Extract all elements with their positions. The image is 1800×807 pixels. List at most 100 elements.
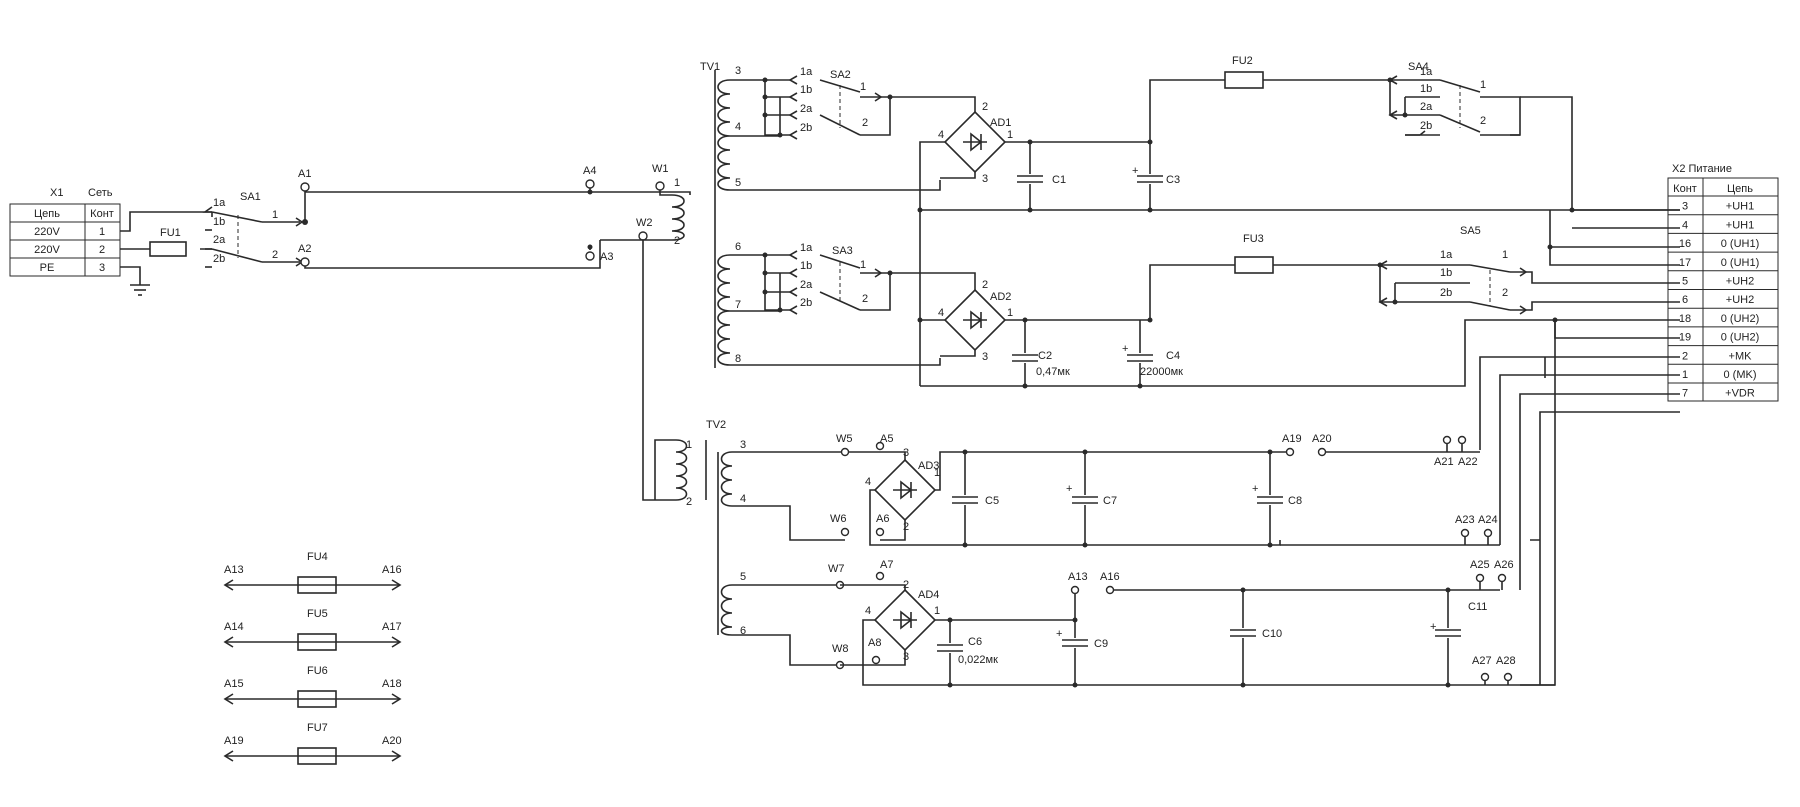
a28-label: A28 (1496, 655, 1516, 667)
ad1-pin: 4 (938, 129, 944, 141)
legend-from: A13 (224, 564, 244, 576)
a24-label: A24 (1478, 514, 1498, 526)
test-point-a13 (1070, 585, 1080, 595)
ad2-name: AD2 (990, 291, 1011, 303)
c7-plus: + (1066, 483, 1072, 495)
a25-label: A25 (1470, 559, 1490, 571)
ad3-pin: 1 (934, 467, 940, 479)
test-point-a25 (1475, 573, 1485, 583)
tv1-pin: 5 (735, 177, 741, 189)
x1-row-circuit: PE (40, 262, 55, 274)
fuse-fu2 (1224, 71, 1264, 89)
x2-col-contact: Конт (1673, 183, 1697, 195)
w1-pin-label: 1 (674, 177, 680, 189)
sa1-name: SA1 (240, 191, 261, 203)
x2-row-contact: 6 (1682, 294, 1688, 306)
legend-from: A14 (224, 621, 244, 633)
x1-row-contact: 2 (99, 244, 105, 256)
bridge-ad2: AD2 2 1 3 4 (905, 272, 1150, 363)
x2-col-circuit: Цепь (1727, 183, 1753, 195)
sa4-contact-label: 2b (1420, 120, 1432, 132)
test-point-a8 (871, 655, 881, 665)
sa2-contact-label: 2a (800, 103, 813, 115)
sa1-contact-label: 1a (213, 197, 226, 209)
switch-sa3: SA3 1a 1b 2a 2b 1 2 (788, 242, 905, 315)
c2-label: C2 (1038, 350, 1052, 362)
c8-label: C8 (1288, 495, 1302, 507)
tv1-pin: 3 (735, 65, 741, 77)
legend-to: A18 (382, 678, 402, 690)
legend-to: A20 (382, 735, 402, 747)
ad2-pin: 1 (1007, 307, 1013, 319)
x2-row-circuit: 0 (UH1) (1721, 238, 1760, 250)
fuse-fu1 (149, 241, 187, 257)
sa3-contact-label: 1a (800, 242, 813, 254)
tv1-pin: 6 (735, 241, 741, 253)
tv1-pin: 7 (735, 299, 741, 311)
sa3-contact-label: 2b (800, 297, 812, 309)
c10-label: C10 (1262, 628, 1282, 640)
legend-fuse (297, 747, 337, 765)
a5-label: A5 (880, 433, 893, 445)
a6-label: A6 (876, 513, 889, 525)
sa4-out-label: 1 (1480, 79, 1486, 91)
transformer-tv2: TV2 1 2 3 4 5 6 (675, 419, 746, 637)
x2-row-contact: 17 (1679, 257, 1691, 269)
test-point-w2 (638, 231, 648, 241)
x2-row-contact: 4 (1682, 219, 1688, 231)
legend-from: A15 (224, 678, 244, 690)
test-point-a2 (300, 257, 310, 267)
sa1-contact-label: 2a (213, 234, 226, 246)
x2-row-circuit: +UH2 (1726, 276, 1754, 288)
test-point-a7 (875, 571, 885, 581)
c3-label: C3 (1166, 174, 1180, 186)
c11-label: C11 (1468, 601, 1487, 613)
tv2-pin: 2 (686, 496, 692, 508)
x1-col-contact: Конт (90, 208, 114, 220)
a3-label: A3 (600, 251, 613, 263)
x2-row-circuit: 0 (UH1) (1721, 257, 1760, 269)
sa4-contact-label: 1b (1420, 83, 1432, 95)
x2-row-contact: 16 (1679, 238, 1691, 250)
sa3-contact-label: 1b (800, 260, 812, 272)
sa4-out-label: 2 (1480, 115, 1486, 127)
sa4-contact-label: 2a (1420, 101, 1433, 113)
c1-label: C1 (1052, 174, 1066, 186)
a21-label: A21 (1434, 456, 1454, 468)
x2-row-contact: 18 (1679, 313, 1691, 325)
switch-sa1: SA1 1a 1b 2a 2b 1 2 (202, 191, 304, 268)
a27-label: A27 (1472, 655, 1492, 667)
c11-plus: + (1430, 621, 1436, 633)
x2-row-contact: 2 (1682, 350, 1688, 362)
a2-label: A2 (298, 243, 311, 255)
fuse-fu3 (1234, 256, 1274, 274)
fu1-label: FU1 (160, 227, 181, 239)
ad1-pin: 1 (1007, 129, 1013, 141)
legend-fuse (297, 690, 337, 708)
w2-label: W2 (636, 217, 653, 229)
ad4-pin: 1 (934, 605, 940, 617)
sa2-contact-label: 1a (800, 66, 813, 78)
ad4-pin: 3 (903, 651, 909, 663)
tv2-pin: 1 (686, 439, 692, 451)
test-point-a28 (1503, 672, 1513, 682)
legend-fuse-label: FU7 (307, 722, 328, 734)
x2-row-circuit: +UH1 (1726, 201, 1754, 213)
test-point-a27 (1480, 672, 1490, 682)
transformer-tv1: TV1 3 4 5 6 7 8 (700, 61, 741, 368)
legend-to: A17 (382, 621, 402, 633)
c6-value: 0,022мк (958, 654, 998, 666)
sa3-out-label: 1 (860, 259, 866, 271)
bridge-ad3: AD3 3 1 2 4 (865, 447, 1290, 546)
c9-label: C9 (1094, 638, 1108, 650)
c5-label: C5 (985, 495, 999, 507)
legend-fuse (297, 576, 337, 594)
a23-label: A23 (1455, 514, 1475, 526)
a7-label: A7 (880, 559, 893, 571)
x2-title: X2 Питание (1672, 163, 1732, 175)
w7-label: W7 (828, 563, 845, 575)
